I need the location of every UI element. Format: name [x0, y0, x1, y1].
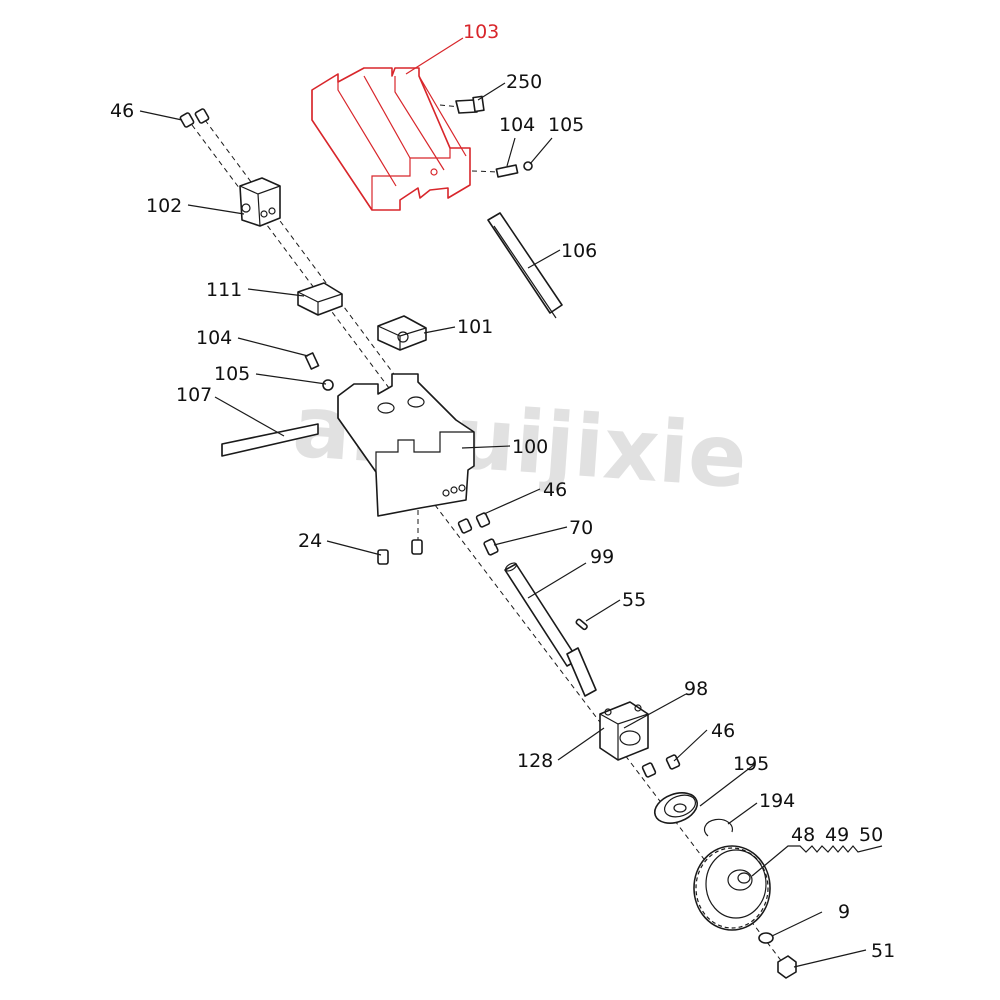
part-102-block[interactable]: [239, 177, 281, 227]
part-105-washer-lower[interactable]: [322, 379, 334, 391]
callout-106: 106: [561, 240, 597, 262]
part-104-pin-upper[interactable]: [495, 164, 519, 178]
callout-46: 46: [711, 720, 735, 742]
part-104-pin-lower[interactable]: [304, 352, 320, 370]
part-46-screws-middle[interactable]: [457, 512, 491, 534]
callout-49: 49: [825, 824, 849, 846]
callout-128: 128: [517, 750, 553, 772]
callout-100: 100: [512, 436, 548, 458]
part-250-screw[interactable]: [455, 95, 485, 114]
part-55-key[interactable]: [575, 618, 588, 631]
callout-99: 99: [590, 546, 614, 568]
part-194-snap-ring[interactable]: [703, 818, 734, 837]
part-103-cross-slide[interactable]: [311, 67, 471, 211]
part-48-49-50-handwheel[interactable]: [693, 845, 771, 931]
part-98-128-bearing-housing[interactable]: [599, 701, 649, 761]
part-99-shaft[interactable]: [504, 561, 597, 697]
callout-105: 105: [214, 363, 250, 385]
callout-111: 111: [206, 279, 242, 301]
part-9-washer[interactable]: [758, 932, 774, 944]
callout-195: 195: [733, 753, 769, 775]
part-107-strip[interactable]: [221, 423, 319, 457]
callout-98: 98: [684, 678, 708, 700]
part-100-saddle-block[interactable]: [337, 373, 475, 517]
callout-194: 194: [759, 790, 795, 812]
callout-105: 105: [548, 114, 584, 136]
callout-24: 24: [298, 530, 322, 552]
leader-lines: [139, 37, 883, 968]
callout-102: 102: [146, 195, 182, 217]
part-101-block[interactable]: [377, 315, 427, 351]
callout-9: 9: [838, 901, 850, 923]
callout-103: 103: [463, 21, 499, 43]
part-106-gib-strip[interactable]: [487, 212, 563, 319]
callout-101: 101: [457, 316, 493, 338]
callout-46: 46: [543, 479, 567, 501]
callout-70: 70: [569, 517, 593, 539]
part-46-screws-lower[interactable]: [641, 754, 681, 778]
part-24-screws[interactable]: [377, 539, 423, 565]
callout-labels: 103 250 104 105 46 102 106 111 101 104 1…: [110, 21, 895, 962]
callout-46: 46: [110, 100, 134, 122]
part-195-collar[interactable]: [651, 787, 702, 828]
callout-51: 51: [871, 940, 895, 962]
part-46-screws-top[interactable]: [179, 108, 210, 128]
callout-50: 50: [859, 824, 883, 846]
callout-250: 250: [506, 71, 542, 93]
part-111-block[interactable]: [297, 282, 343, 316]
callout-104: 104: [196, 327, 232, 349]
callout-107: 107: [176, 384, 212, 406]
callout-48: 48: [791, 824, 815, 846]
part-70-pin[interactable]: [483, 538, 499, 556]
callout-55: 55: [622, 589, 646, 611]
callout-104: 104: [499, 114, 535, 136]
part-51-nut[interactable]: [777, 955, 797, 979]
